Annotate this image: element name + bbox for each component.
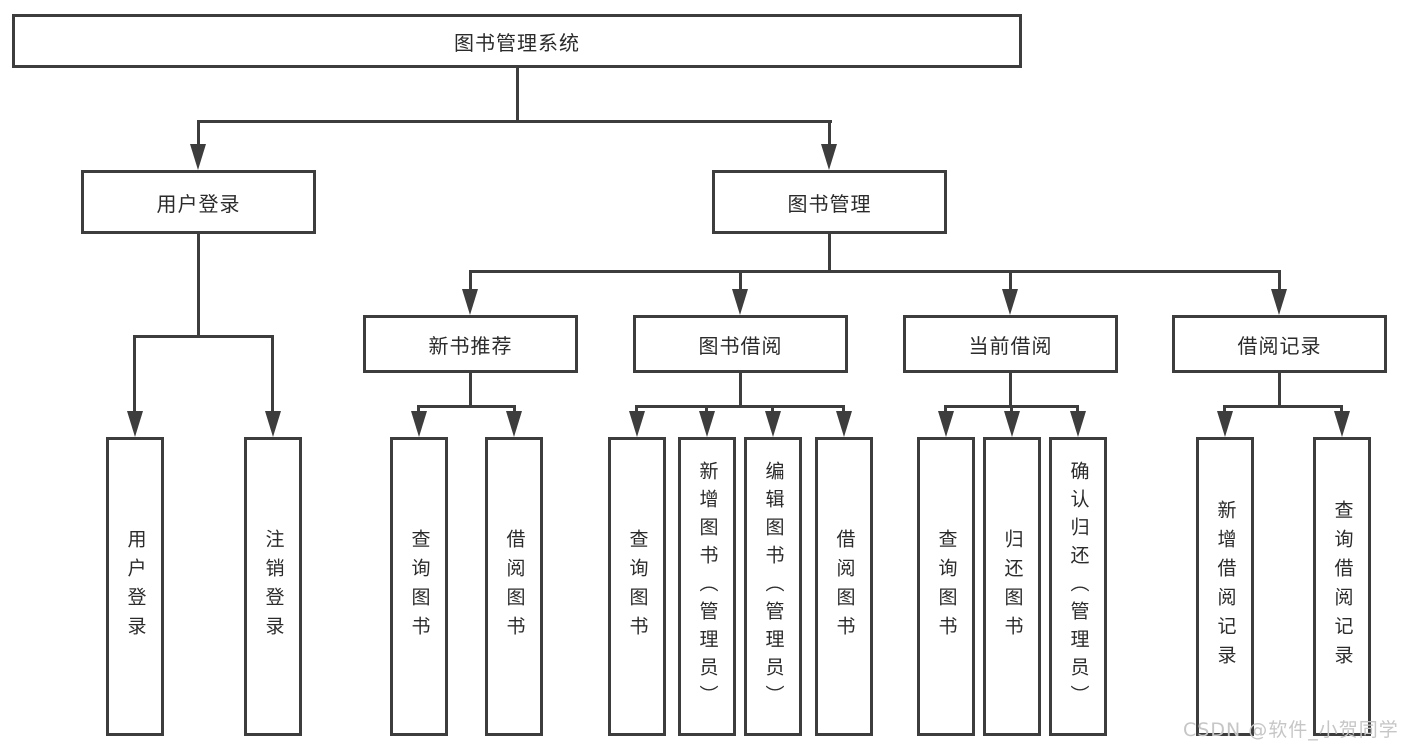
arrowhead-down-icon: [462, 289, 478, 315]
connector-stub: [842, 405, 845, 415]
leaf-query-books-2: 查询图书: [608, 437, 666, 736]
arrowhead-down-icon: [699, 411, 715, 437]
connector-stub: [1223, 405, 1226, 415]
arrowhead-down-icon: [1004, 411, 1020, 437]
arrowhead-down-icon: [1334, 411, 1350, 437]
node-root-library-system: 图书管理系统: [12, 14, 1022, 68]
leaf-borrow-books-1: 借阅图书: [485, 437, 543, 736]
leaf-add-book-admin: 新增图书（管理员）: [678, 437, 736, 736]
connector-stub: [513, 405, 516, 415]
connector-user-login-trunk: [197, 234, 200, 338]
connector-stub: [1076, 405, 1079, 415]
connector-stub: [417, 405, 420, 415]
connector-stub: [739, 270, 742, 291]
arrowhead-down-icon: [265, 411, 281, 437]
arrowhead-down-icon: [506, 411, 522, 437]
connector-trunk: [739, 373, 742, 407]
leaf-query-books-3: 查询图书: [917, 437, 975, 736]
connector-trunk: [1278, 373, 1281, 407]
csdn-watermark: CSDN @软件_小贺同学: [1183, 719, 1399, 741]
arrowhead-down-icon: [629, 411, 645, 437]
connector-stub: [1278, 270, 1281, 291]
connector-stub: [705, 405, 708, 415]
connector-stub: [1340, 405, 1343, 415]
connector-stub: [133, 335, 136, 411]
connector-stub: [771, 405, 774, 415]
arrowhead-down-icon: [765, 411, 781, 437]
leaf-edit-book-admin: 编辑图书（管理员）: [744, 437, 802, 736]
leaf-return-books: 归还图书: [983, 437, 1041, 736]
connector-stub: [828, 120, 831, 148]
leaf-confirm-return-admin: 确认归还（管理员）: [1049, 437, 1107, 736]
arrowhead-down-icon: [1217, 411, 1233, 437]
connector-stub: [469, 270, 472, 291]
connector-stub: [1010, 405, 1013, 415]
connector-root-trunk: [516, 68, 519, 122]
arrowhead-down-icon: [1070, 411, 1086, 437]
arrowhead-down-icon: [411, 411, 427, 437]
connector-stub: [197, 120, 200, 148]
connector-stub: [271, 335, 274, 411]
leaf-query-borrow-record: 查询借阅记录: [1313, 437, 1371, 736]
connector-book-mgmt-bar: [469, 270, 1281, 273]
arrowhead-down-icon: [127, 411, 143, 437]
node-book-management: 图书管理: [712, 170, 947, 234]
arrowhead-down-icon: [732, 289, 748, 315]
leaf-logout: 注销登录: [244, 437, 302, 736]
arrowhead-down-icon: [821, 144, 837, 170]
leaf-add-borrow-record: 新增借阅记录: [1196, 437, 1254, 736]
connector-bar: [417, 405, 516, 408]
connector-trunk: [469, 373, 472, 407]
connector-stub: [1009, 270, 1012, 291]
connector-root-bar: [197, 120, 832, 123]
node-book-borrow: 图书借阅: [633, 315, 848, 373]
connector-bar: [1223, 405, 1343, 408]
leaf-borrow-books-2: 借阅图书: [815, 437, 873, 736]
connector-stub: [635, 405, 638, 415]
node-current-borrow: 当前借阅: [903, 315, 1118, 373]
node-borrow-records: 借阅记录: [1172, 315, 1387, 373]
leaf-query-books-1: 查询图书: [390, 437, 448, 736]
node-user-login: 用户登录: [81, 170, 316, 234]
connector-stub: [944, 405, 947, 415]
connector-bar: [635, 405, 845, 408]
connector-user-login-bar: [133, 335, 274, 338]
arrowhead-down-icon: [1271, 289, 1287, 315]
leaf-user-login: 用户登录: [106, 437, 164, 736]
arrowhead-down-icon: [1002, 289, 1018, 315]
arrowhead-down-icon: [836, 411, 852, 437]
node-new-book-recommend: 新书推荐: [363, 315, 578, 373]
connector-book-mgmt-trunk: [828, 234, 831, 272]
connector-trunk: [1009, 373, 1012, 407]
arrowhead-down-icon: [938, 411, 954, 437]
arrowhead-down-icon: [190, 144, 206, 170]
